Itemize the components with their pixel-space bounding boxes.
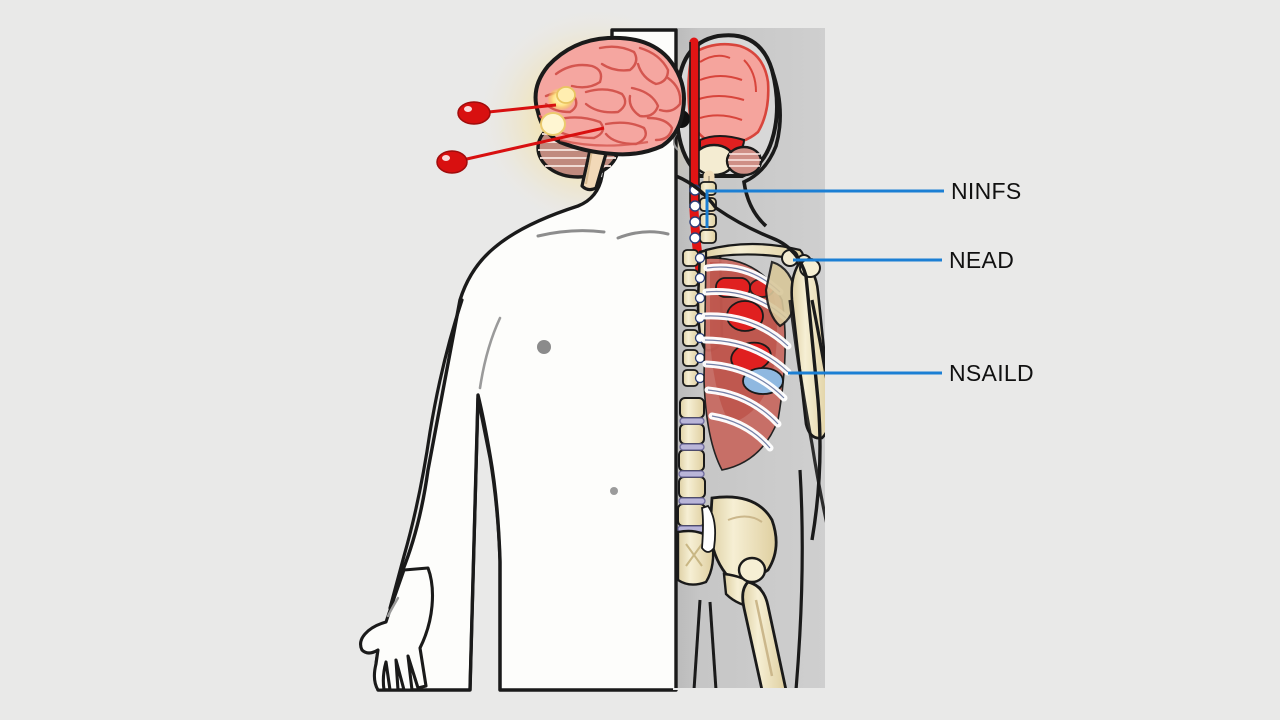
pelvis-ilium <box>708 495 778 580</box>
pin-marker-lower <box>436 150 468 174</box>
callout-label-ninfs[interactable]: NINFS <box>951 178 1022 204</box>
nipple-dot <box>537 340 551 354</box>
callout-leaders <box>705 189 944 375</box>
skull <box>673 33 779 178</box>
pin-leader-lower <box>457 126 605 163</box>
hand-outline-left <box>359 566 435 692</box>
pin-marker-upper <box>457 101 491 125</box>
pin-leader-upper <box>478 103 557 115</box>
thoracic-spine <box>682 249 706 387</box>
brain-sulci <box>538 45 682 146</box>
body-silhouette <box>359 28 678 692</box>
skeletal-cutaway <box>673 33 825 690</box>
leader-line-0 <box>705 189 944 228</box>
cerebellum-section <box>725 145 763 177</box>
brain-sagittal-section <box>687 42 770 146</box>
navel-dot <box>610 487 618 495</box>
collarbone-line-left <box>536 229 606 238</box>
collarbone-line-right <box>616 230 670 240</box>
hip-joint <box>737 556 767 584</box>
scapula <box>764 260 798 328</box>
hotspot-lower <box>540 112 566 136</box>
callout-label-nsaild[interactable]: NSAILD <box>949 360 1034 386</box>
brain-illustration <box>533 35 686 192</box>
lumbar-spine <box>677 397 706 533</box>
pin-markers <box>436 101 605 174</box>
callout-label-nead[interactable]: NEAD <box>949 247 1015 273</box>
